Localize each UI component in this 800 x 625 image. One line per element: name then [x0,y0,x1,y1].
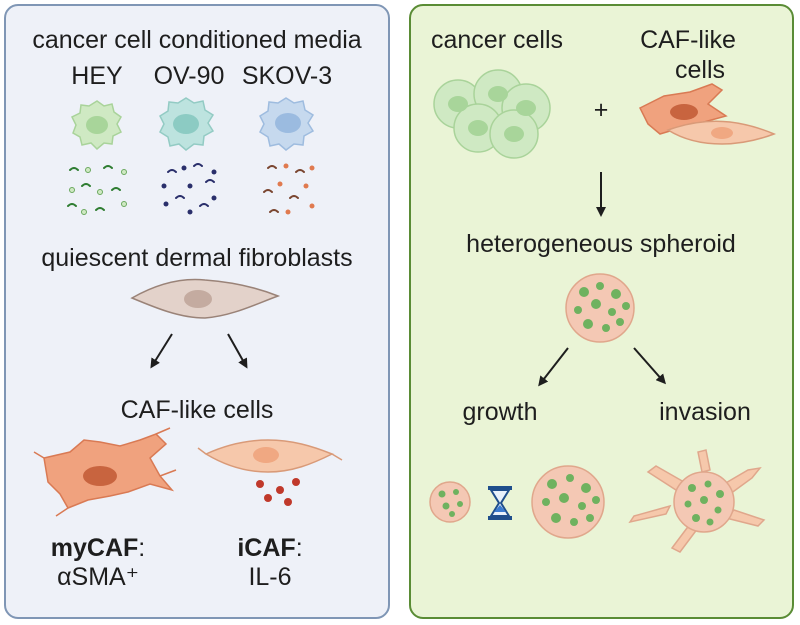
small-spheroid-icon [429,481,471,523]
mycaf-name: myCAF [50,534,139,562]
quiescent-fibroblast-icon [130,278,281,319]
ov90-secreted-factors [161,163,217,215]
icaf-colon: : [295,534,303,562]
hey-secreted-factors [67,165,127,215]
hourglass-icon [488,486,512,520]
arrow-to-icaf [227,333,248,369]
icaf-marker: IL-6 [248,563,292,591]
large-spheroid-icon [531,465,605,539]
arrow-to-invasion [633,347,666,385]
caf-like-label-line2: cells [674,56,726,84]
cell-line-skov3-label: SKOV-3 [241,62,333,90]
invasion-label: invasion [659,398,751,426]
icaf-cell-icon [197,439,343,473]
skov3-secreted-factors [263,163,315,215]
cell-line-hey-label: HEY [71,62,123,90]
icaf-label: iCAF: IL-6 [237,534,302,592]
cancer-cells-label: cancer cells [431,26,563,54]
growth-label: growth [462,398,538,426]
cell-line-ov90-label: OV-90 [153,62,225,90]
ov90-cell-icon [159,97,215,151]
arrow-to-growth [538,347,569,387]
cancer-cell-cluster-icon [433,69,551,159]
mycaf-label: myCAF: αSMA⁺ [51,534,145,592]
mycaf-colon: : [138,534,146,562]
icaf-name: iCAF [237,534,296,562]
plus-sign: + [593,96,609,124]
il6-secretion-dots [256,478,300,506]
mycaf-cell-icon [33,427,177,517]
hey-cell-icon [70,100,123,151]
skov3-cell-icon [259,97,315,151]
arrow-to-mycaf [150,333,173,369]
heterogeneous-spheroid-label: heterogeneous spheroid [466,230,736,258]
heterogeneous-spheroid-icon [565,273,635,343]
caf-like-cells-label: CAF-like cells [120,396,274,424]
quiescent-fibroblasts-label: quiescent dermal fibroblasts [41,244,353,272]
conditioned-media-title: cancer cell conditioned media [32,26,362,54]
mycaf-marker: αSMA⁺ [57,563,139,591]
caf-like-label-line1: CAF-like [640,26,736,54]
invading-spheroid-icon [628,449,766,553]
caf-like-cells-icon [638,83,777,145]
